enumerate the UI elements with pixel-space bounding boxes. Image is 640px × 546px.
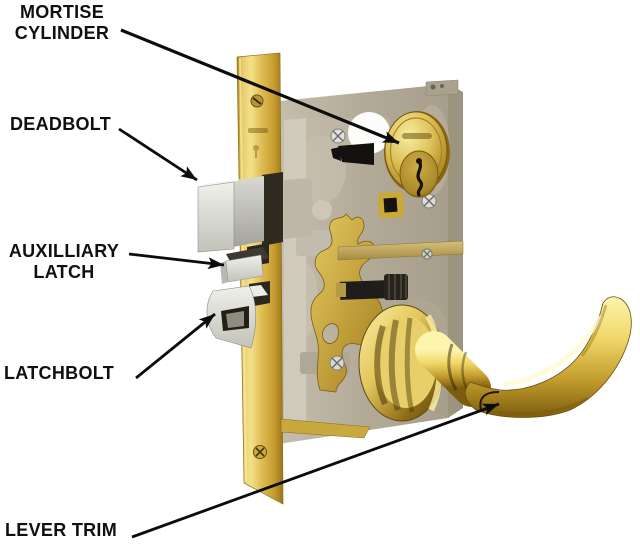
deadbolt-part bbox=[197, 172, 283, 253]
arrow-deadbolt bbox=[118, 127, 198, 182]
faceplate-screw-bottom bbox=[253, 445, 267, 459]
spindle-hole bbox=[377, 191, 405, 219]
mounting-bar bbox=[337, 240, 464, 261]
lever-handle bbox=[464, 296, 632, 418]
arrow-lever-trim bbox=[131, 402, 500, 539]
keyhole-icon bbox=[416, 158, 424, 197]
auxiliary-latch-part bbox=[220, 243, 269, 284]
arrow-auxilliary-latch bbox=[128, 252, 225, 270]
faceplate-screw-top bbox=[250, 94, 264, 108]
cylinder-brand-mark bbox=[402, 133, 432, 139]
mortise-cylinder-part bbox=[384, 111, 450, 198]
label-deadbolt: DEADBOLT bbox=[10, 114, 112, 134]
spring bbox=[331, 147, 408, 300]
label-latchbolt: LATCHBOLT bbox=[4, 363, 115, 383]
lock-internals bbox=[284, 118, 464, 430]
arrow-latchbolt bbox=[135, 312, 216, 380]
thumb-piece bbox=[338, 143, 374, 165]
latchbolt-part bbox=[206, 281, 270, 349]
arrow-mortise-cylinder bbox=[120, 28, 400, 145]
faceplate-brand-mark bbox=[248, 128, 268, 133]
label-auxilliary-latch: AUXILLIARY LATCH bbox=[8, 241, 120, 282]
label-lever-trim: LEVER TRIM bbox=[5, 520, 118, 540]
callout-arrows bbox=[118, 28, 500, 539]
screw-icon bbox=[329, 128, 437, 371]
mounting-ring bbox=[348, 112, 390, 154]
rose bbox=[358, 304, 446, 422]
label-mortise-cylinder: MORTISE CYLINDER bbox=[14, 2, 110, 43]
case-bottom-bracket bbox=[280, 418, 371, 439]
